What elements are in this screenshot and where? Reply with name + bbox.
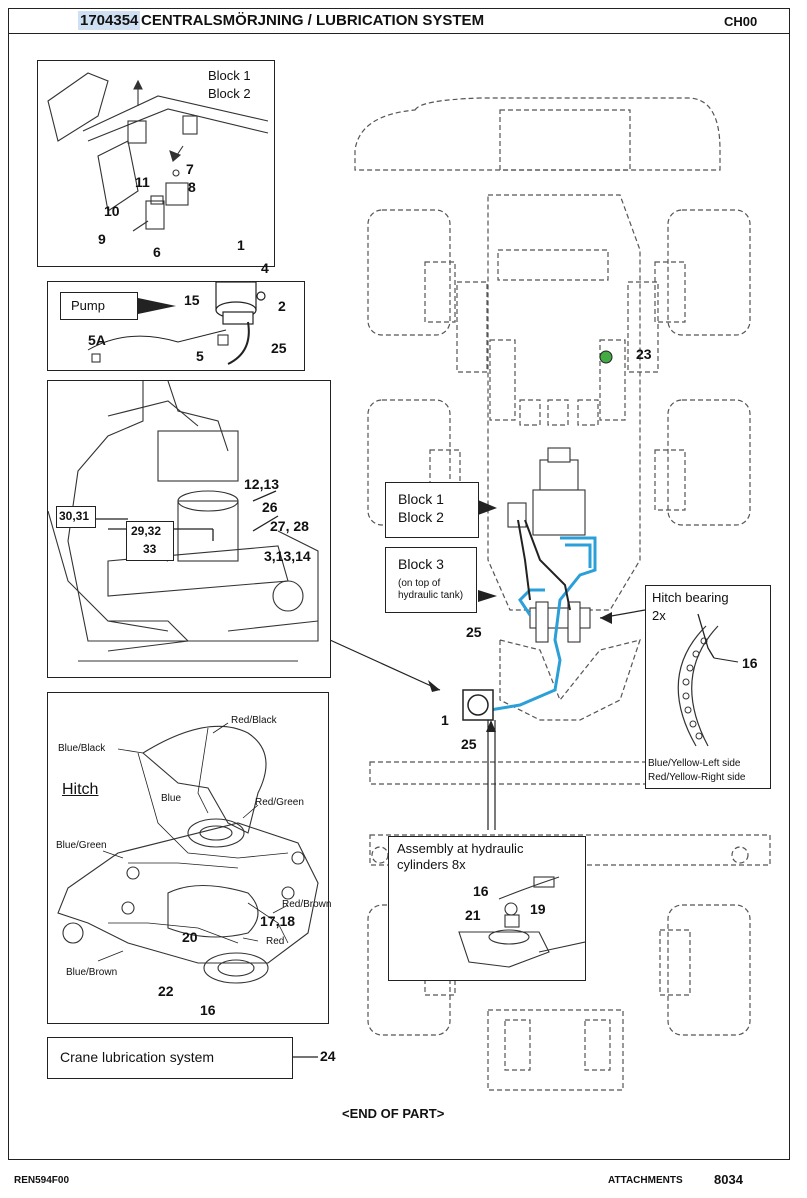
footer-ref: REN594F00 xyxy=(14,1175,70,1186)
blocks-inset: Block 1 Block 2 7 8 11 10 9 6 xyxy=(37,60,275,267)
color-blue: Blue xyxy=(161,793,182,804)
color-blue-brown: Blue/Brown xyxy=(66,967,118,978)
hitch-bearing-right: Red/Yellow-Right side xyxy=(648,772,746,783)
callout-9: 9 xyxy=(98,231,106,247)
callout-33: 33 xyxy=(143,542,157,556)
hitch-title: Hitch xyxy=(62,781,99,798)
callout-29-33-box: 29,32 33 xyxy=(126,521,174,561)
crane-illustration xyxy=(47,380,319,662)
callout-2: 2 xyxy=(278,298,286,314)
callout-23: 23 xyxy=(636,346,652,362)
callout-10: 10 xyxy=(104,203,120,219)
block12-label-1: Block 1 xyxy=(398,491,444,507)
color-red-black: Red/Black xyxy=(231,715,277,726)
hitch-bearing-left: Blue/Yellow-Left side xyxy=(648,758,741,769)
color-red: Red xyxy=(266,936,285,947)
block12-box: Block 1 Block 2 xyxy=(385,482,479,538)
block1-label: Block 1 xyxy=(208,68,251,83)
callout-26: 26 xyxy=(262,499,278,515)
block12-label-2: Block 2 xyxy=(398,509,444,525)
callout-12-13: 12,13 xyxy=(244,476,280,492)
callout-22: 22 xyxy=(158,983,174,999)
callout-4: 4 xyxy=(261,260,269,276)
end-of-part: <END OF PART> xyxy=(342,1106,445,1121)
assembly-inset: Assembly at hydraulic cylinders 8x 16 21… xyxy=(388,836,586,981)
block2-label: Block 2 xyxy=(208,86,251,101)
hitch-bearing-inset: Hitch bearing 2x 16 Blue/Yellow-Left sid… xyxy=(645,585,771,789)
hitch-bearing-illustration xyxy=(677,613,739,747)
hitch-bearing-title: Hitch bearing xyxy=(652,590,729,605)
callout-16-assembly: 16 xyxy=(473,883,489,899)
hitch-illustration xyxy=(57,722,319,984)
header-bar xyxy=(8,8,790,34)
block3-sub-1: (on top of xyxy=(398,578,441,589)
block3-box: Block 3 (on top of hydraulic tank) xyxy=(385,547,477,613)
callout-25-main: 25 xyxy=(466,624,482,640)
callout-8: 8 xyxy=(188,179,196,195)
callout-21: 21 xyxy=(465,907,481,923)
crane-inset: 30,31 12,13 26 27, 28 29,32 33 3,13,14 xyxy=(47,380,331,678)
page-frame xyxy=(8,8,790,1160)
page-title: CENTRALSMÖRJNING / LUBRICATION SYSTEM xyxy=(141,12,485,29)
crane-lube-box: Crane lubrication system xyxy=(47,1037,293,1079)
callout-15: 15 xyxy=(184,292,200,308)
callout-24: 24 xyxy=(320,1048,336,1064)
color-red-brown: Red/Brown xyxy=(282,899,332,910)
callout-16-bearing: 16 xyxy=(742,655,758,671)
callout-19: 19 xyxy=(530,901,546,917)
callout-7: 7 xyxy=(186,161,194,177)
hitch-bearing-qty: 2x xyxy=(652,608,666,623)
assembly-title-2: cylinders 8x xyxy=(397,857,466,872)
callout-3-13-14: 3,13,14 xyxy=(264,548,311,564)
assembly-title-1: Assembly at hydraulic xyxy=(397,841,524,856)
color-red-green: Red/Green xyxy=(255,797,304,808)
part-number[interactable]: 1704354 xyxy=(78,11,141,30)
callout-11: 11 xyxy=(135,174,150,190)
callout-25-pump: 25 xyxy=(461,736,477,752)
section-code: CH00 xyxy=(724,14,758,29)
callout-29-32: 29,32 xyxy=(131,524,162,538)
pump-illustration xyxy=(87,273,266,365)
callout-17-18: 17,18 xyxy=(260,913,296,929)
hitch-inset: Hitch Red/Black Blue/Black Blue Red/Gree… xyxy=(47,692,332,1024)
blocks-illustration xyxy=(47,72,269,232)
color-blue-black: Blue/Black xyxy=(58,743,106,754)
callout-6: 6 xyxy=(153,244,161,260)
block3-sub-2: hydraulic tank) xyxy=(398,590,464,601)
pump-arrow xyxy=(138,298,176,314)
callout-20: 20 xyxy=(182,929,198,945)
callout-1-main: 1 xyxy=(441,712,449,728)
pump-inset: Pump 15 2 5A 5 25 xyxy=(47,273,305,371)
block3-title: Block 3 xyxy=(398,556,444,572)
callout-30-31-box: 30,31 xyxy=(56,506,96,528)
pump-label: Pump xyxy=(71,298,105,313)
callout-5a: 5A xyxy=(88,332,106,348)
callout-25: 25 xyxy=(271,340,287,356)
footer-section: ATTACHMENTS xyxy=(608,1175,683,1186)
callout-27-28: 27, 28 xyxy=(270,518,309,534)
pump-label-box: Pump xyxy=(60,292,138,320)
footer-page: 8034 xyxy=(714,1172,743,1187)
color-blue-green: Blue/Green xyxy=(56,840,107,851)
assembly-illustration xyxy=(458,876,586,968)
callout-5: 5 xyxy=(196,348,204,364)
callout-30-31: 30,31 xyxy=(59,509,90,523)
callout-16: 16 xyxy=(200,1002,216,1018)
crane-lube-label: Crane lubrication system xyxy=(60,1049,215,1065)
callout-1: 1 xyxy=(237,237,245,253)
